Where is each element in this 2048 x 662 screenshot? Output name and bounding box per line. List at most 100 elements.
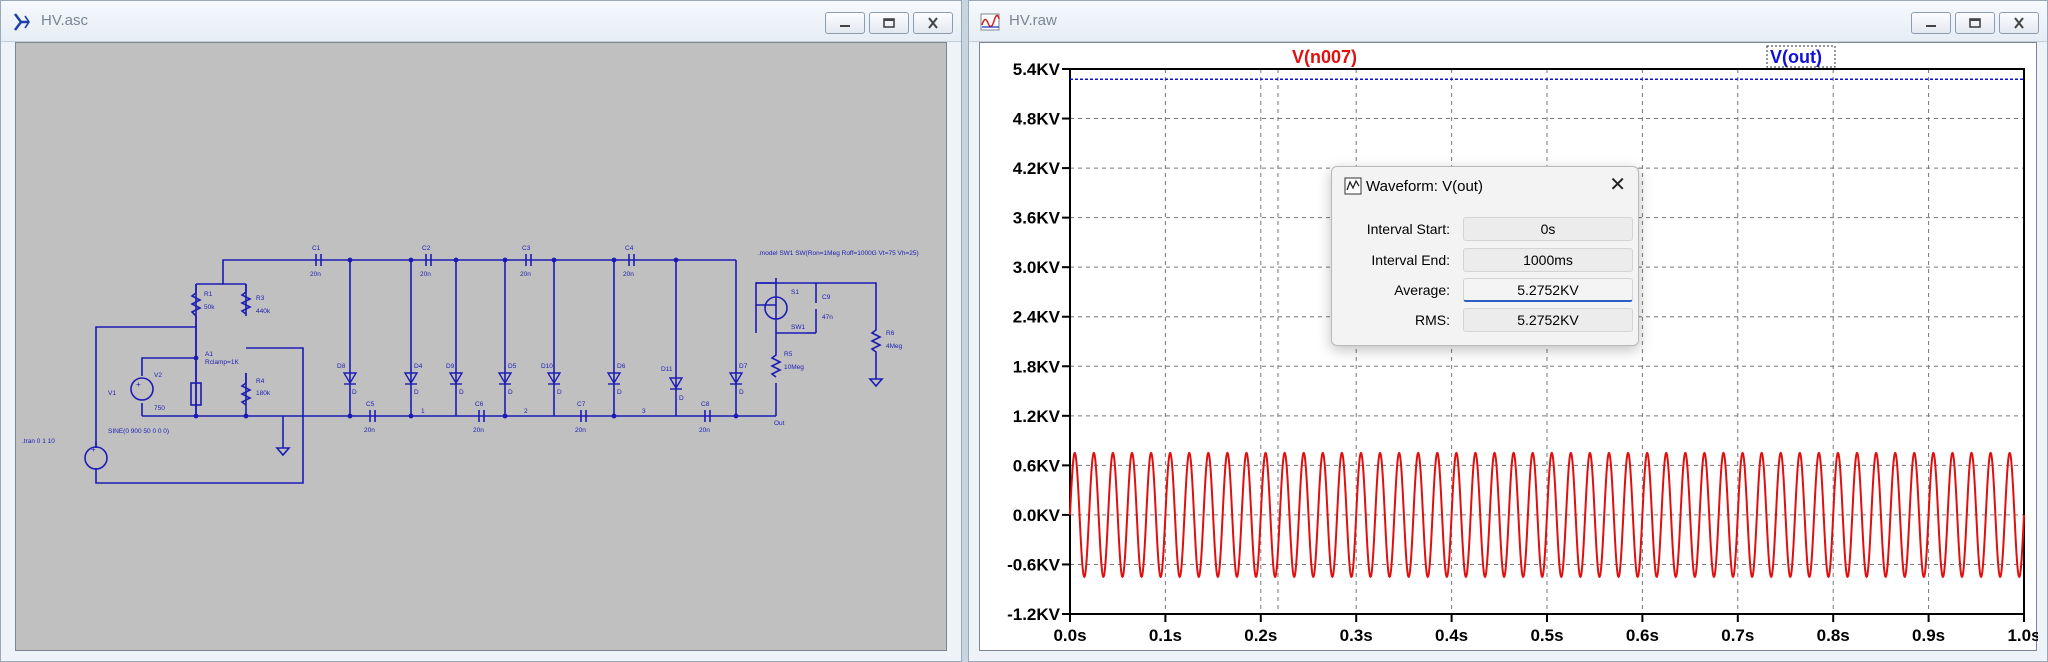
minimize-icon xyxy=(840,25,850,27)
d10-label: D10 xyxy=(541,363,553,370)
v1-value: SINE(0 900 50 0 0 0) xyxy=(108,428,169,435)
schematic-titlebar[interactable]: HV.asc xyxy=(1,1,961,42)
r5-value: 10Meg xyxy=(784,364,804,371)
window-title: HV.raw xyxy=(1009,12,1057,29)
x-tick-label: 0.2s xyxy=(1244,626,1277,645)
node-3-label: 3 xyxy=(642,408,646,415)
x-tick-label: 0.3s xyxy=(1340,626,1373,645)
rms-field[interactable]: 5.2752KV xyxy=(1463,308,1633,332)
c1-value: 20n xyxy=(310,271,321,278)
d7-value: D xyxy=(739,389,744,396)
average-field[interactable]: 5.2752KV xyxy=(1463,278,1633,302)
c8-label: C8 xyxy=(701,401,710,408)
c6-label: C6 xyxy=(475,401,484,408)
trace-labels[interactable]: V(n007) V(out) xyxy=(1292,45,1836,68)
schematic-window[interactable]: HV.asc xyxy=(0,0,962,662)
y-tick-label: -0.6KV xyxy=(1007,555,1061,574)
d4-label: D4 xyxy=(414,363,423,370)
x-tick-label: 0.7s xyxy=(1721,626,1754,645)
restore-button[interactable] xyxy=(869,12,909,34)
c6-value: 20n xyxy=(473,427,484,434)
average-row: Average: 5.2752KV xyxy=(1332,278,1638,302)
restore-icon xyxy=(883,18,895,28)
schematic-drawing[interactable]: + + xyxy=(16,43,948,652)
waveform-dialog[interactable]: Waveform: V(out) ✕ Interval Start: 0s In… xyxy=(1331,166,1639,346)
top-capacitors xyxy=(315,254,635,266)
interval-end-field[interactable]: 1000ms xyxy=(1463,248,1633,272)
d5-label: D5 xyxy=(508,363,517,370)
r1-value: 50k xyxy=(204,304,215,311)
minimize-button[interactable] xyxy=(1911,12,1951,34)
r6-value: 4Meg xyxy=(886,343,903,350)
model-directive: .model SW1 SW(Ron=1Meg Roff=1000G Vt=75 … xyxy=(758,250,919,257)
y-tick-label: 1.8KV xyxy=(1013,357,1061,376)
minimize-icon xyxy=(1926,25,1936,27)
x-tick-label: 0.5s xyxy=(1530,626,1563,645)
d6-value: D xyxy=(617,389,622,396)
rms-row: RMS: 5.2752KV xyxy=(1332,308,1638,332)
restore-button[interactable] xyxy=(1955,12,1995,34)
r3-value: 440k xyxy=(256,308,271,315)
c2-value: 20n xyxy=(420,271,431,278)
interval-start-field[interactable]: 0s xyxy=(1463,217,1633,241)
waveform-plot[interactable]: 5.4KV4.8KV4.2KV3.6KV3.0KV2.4KV1.8KV1.2KV… xyxy=(980,43,2041,652)
d10-value: D xyxy=(557,389,562,396)
y-tick-label: 3.0KV xyxy=(1013,258,1061,277)
dialog-close-icon[interactable]: ✕ xyxy=(1609,174,1626,196)
dialog-title: Waveform: V(out) xyxy=(1366,178,1483,195)
c2-label: C2 xyxy=(422,245,431,252)
node-out-label: Out xyxy=(774,420,785,427)
a1-label: A1 xyxy=(205,351,213,358)
v2-value: 750 xyxy=(154,405,165,412)
r4-label: R4 xyxy=(256,378,265,385)
x-tick-label: 1.0s xyxy=(2007,626,2038,645)
close-button[interactable] xyxy=(913,12,953,34)
d11-value: D xyxy=(679,395,684,402)
d4-value: D xyxy=(414,389,419,396)
waveform-viewer-icon xyxy=(980,13,1000,31)
r4-value: 180k xyxy=(256,390,271,397)
diodes xyxy=(342,372,744,390)
close-button[interactable] xyxy=(1999,12,2039,34)
traces xyxy=(1069,78,2025,579)
close-icon xyxy=(928,17,938,29)
y-tick-label: 4.8KV xyxy=(1013,110,1061,129)
d11-label: D11 xyxy=(661,366,673,373)
x-tick-label: 0.1s xyxy=(1149,626,1182,645)
x-tick-label: 0.8s xyxy=(1817,626,1850,645)
y-tick-label: -1.2KV xyxy=(1007,605,1061,624)
minimize-button[interactable] xyxy=(825,12,865,34)
d8-value: D xyxy=(352,389,357,396)
c9-value: 47n xyxy=(822,314,833,321)
schematic-canvas[interactable]: + + xyxy=(15,42,947,651)
c9-label: C9 xyxy=(822,294,831,301)
y-tick-label: 2.4KV xyxy=(1013,308,1061,327)
trace-label-vout[interactable]: V(out) xyxy=(1770,47,1822,67)
interval-end-label: Interval End: xyxy=(1371,252,1450,268)
a1-value: Rclamp=1K xyxy=(205,359,239,366)
r6-label: R6 xyxy=(886,330,895,337)
rms-label: RMS: xyxy=(1415,312,1450,328)
trace-label-vn007[interactable]: V(n007) xyxy=(1292,47,1357,67)
d9-label: D9 xyxy=(446,363,455,370)
tran-directive: .tran 0 1 10 xyxy=(22,438,55,445)
restore-icon xyxy=(1969,18,1981,28)
x-tick-label: 0.9s xyxy=(1912,626,1945,645)
y-axis: 5.4KV4.8KV4.2KV3.6KV3.0KV2.4KV1.8KV1.2KV… xyxy=(1007,60,1070,624)
y-tick-label: 0.6KV xyxy=(1013,456,1061,475)
r5-label: R5 xyxy=(784,351,793,358)
x-tick-label: 0.6s xyxy=(1626,626,1659,645)
c7-label: C7 xyxy=(577,401,586,408)
svg-text:+: + xyxy=(136,380,141,389)
window-title: HV.asc xyxy=(41,12,88,29)
v1-label: V1 xyxy=(108,390,116,397)
close-icon xyxy=(2014,17,2024,29)
c3-value: 20n xyxy=(520,271,531,278)
y-tick-label: 5.4KV xyxy=(1013,60,1061,79)
y-tick-label: 3.6KV xyxy=(1013,209,1061,228)
y-tick-label: 1.2KV xyxy=(1013,407,1061,426)
waveform-titlebar[interactable]: HV.raw xyxy=(969,1,2047,42)
